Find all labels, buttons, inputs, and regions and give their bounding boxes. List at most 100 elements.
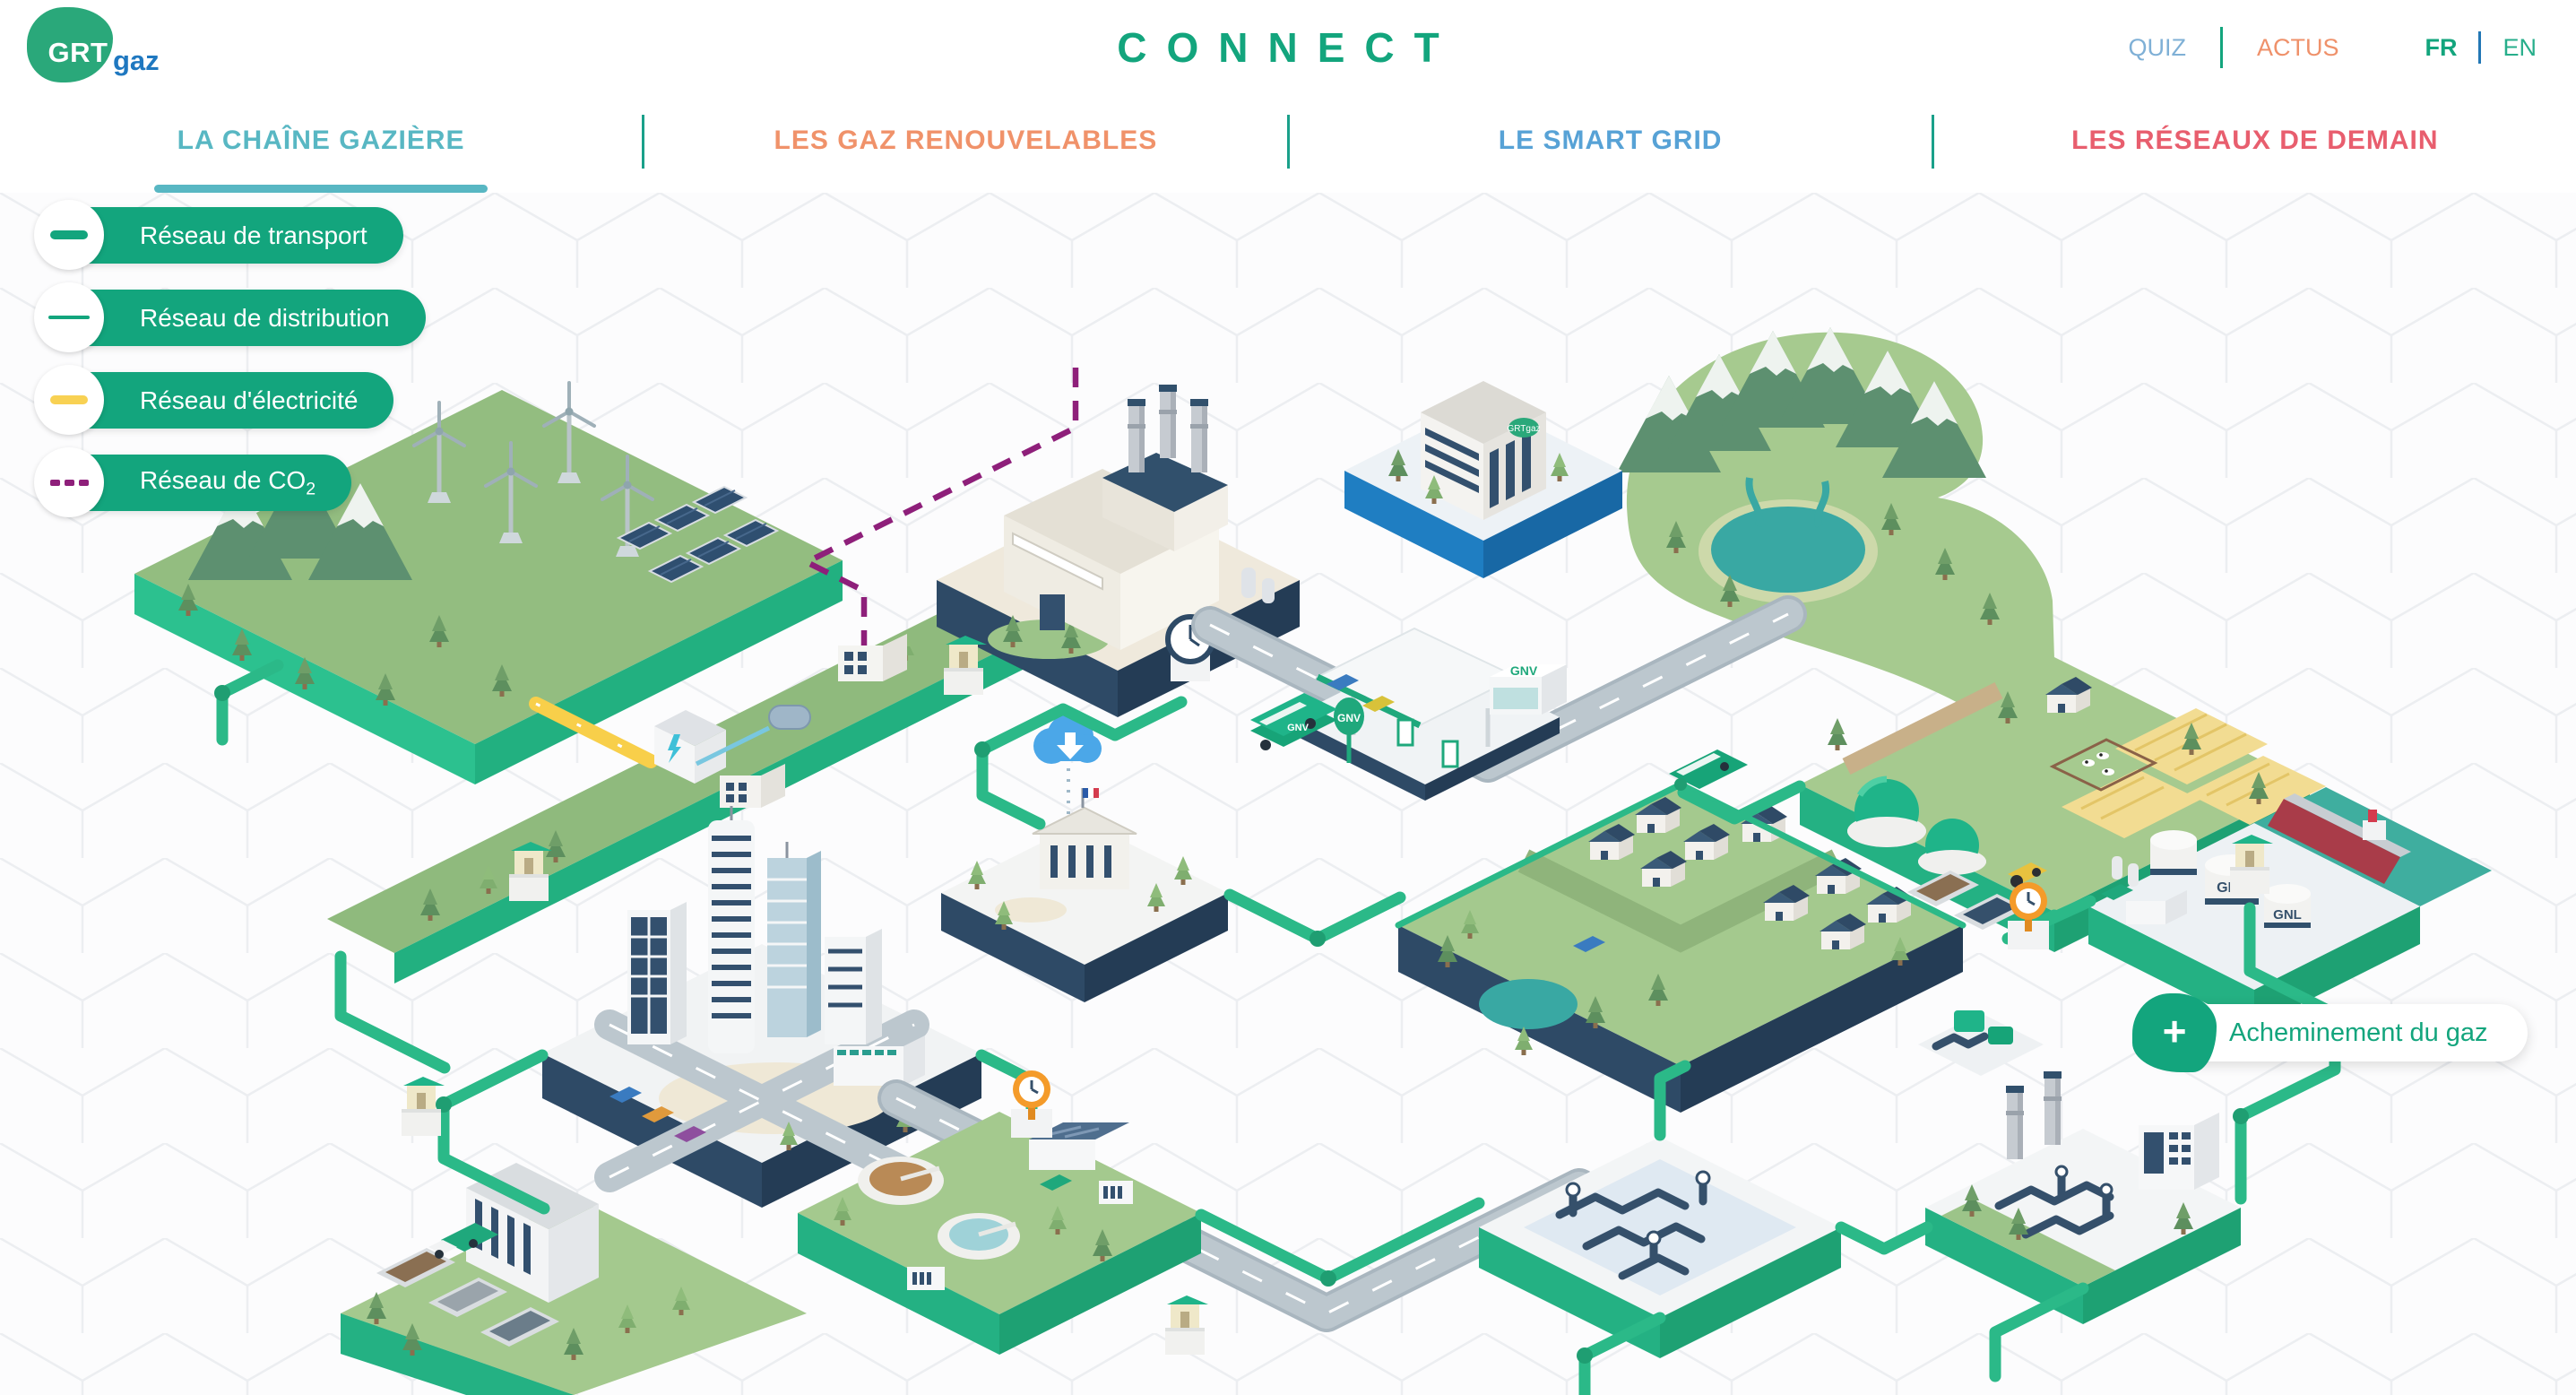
header: GRT gaz CONNECT QUIZ ACTUS FR EN <box>0 0 2576 100</box>
plant-building-solar <box>1029 1122 1129 1170</box>
chimney-icon <box>1159 385 1177 458</box>
link-separator <box>2219 27 2223 68</box>
tab-separator <box>642 115 645 169</box>
city-zone[interactable] <box>542 806 981 1208</box>
skyscraper <box>825 929 882 1044</box>
headquarters-zone[interactable]: GRTgaz <box>1344 381 1622 1153</box>
power-plant-zone[interactable] <box>937 385 1300 717</box>
power-to-gas-strip[interactable] <box>327 590 1053 983</box>
gas-chain-map: GRTgaz <box>0 193 2576 1395</box>
lang-fr[interactable]: FR <box>2425 33 2458 61</box>
industrial-site-zone[interactable] <box>1925 1071 2241 1324</box>
data-cloud-icon <box>1033 714 1102 820</box>
plant-building <box>1099 1181 1133 1204</box>
legend-item-electricite: Réseau d'électricité <box>34 365 394 435</box>
lang-separator <box>2478 31 2482 64</box>
renewables-zone[interactable] <box>134 383 843 784</box>
gnv-station-zone[interactable]: GNV GNV GNV <box>1250 627 1567 801</box>
lng-tank-icon <box>2150 830 2197 875</box>
pressure-gauge-icon <box>1011 1069 1052 1138</box>
gnv-sign: GNV <box>1334 698 1364 763</box>
legend-item-co2: Réseau de CO2 <box>34 447 352 517</box>
biomass-building <box>466 1163 599 1303</box>
skyscraper <box>767 842 821 1037</box>
quiz-link[interactable]: QUIZ <box>2128 33 2186 61</box>
factory-building <box>1004 385 1275 650</box>
town-hall-building <box>1032 788 1137 889</box>
tab-separator <box>1931 115 1934 169</box>
network-legend: Réseau de transport Réseau de distributi… <box>34 200 426 517</box>
skyscraper <box>627 902 687 1044</box>
truck <box>2101 884 2133 900</box>
compressor-station-zone[interactable] <box>1479 1137 1841 1358</box>
legend-label: Réseau de transport <box>140 221 367 249</box>
pond <box>1479 979 1578 1029</box>
waste-container <box>376 1248 455 1287</box>
regulator-station <box>1918 1010 2044 1076</box>
biogas-digester-icon <box>1847 775 1926 847</box>
town-hall-zone[interactable] <box>941 788 1228 1002</box>
download-arrow-icon <box>1057 732 1084 759</box>
tab-chaine-gaziere[interactable]: LA CHAÎNE GAZIÈRE <box>0 100 642 193</box>
waste-container <box>480 1307 559 1347</box>
electricity-line <box>529 697 658 768</box>
chimney-icon <box>2006 1086 2024 1159</box>
waste-container <box>428 1278 507 1317</box>
car <box>1573 936 1605 952</box>
main-tabs: LA CHAÎNE GAZIÈRE LES GAZ RENOUVELABLES … <box>0 100 2576 193</box>
treatment-basin <box>938 1213 1020 1260</box>
forest-lake-zone[interactable] <box>1617 327 2054 706</box>
route-button-label: Acheminement du gaz <box>2229 1018 2488 1047</box>
actus-link[interactable]: ACTUS <box>2256 33 2339 61</box>
legend-distribution-line-icon <box>34 282 104 352</box>
cars <box>609 1087 706 1142</box>
mall-building <box>834 1035 925 1086</box>
tab-reseaux-demain[interactable]: LES RÉSEAUX DE DEMAIN <box>2071 126 2439 155</box>
lake <box>1711 507 1865 593</box>
cow-pen <box>2049 738 2158 792</box>
gnv-shop-label: GNV <box>1510 663 1538 678</box>
feedstock-container <box>1907 871 1979 906</box>
top-links: QUIZ ACTUS FR EN <box>2128 27 2537 68</box>
feedstock-container <box>1954 894 2026 930</box>
legend-co2-line-icon <box>34 447 104 517</box>
tab-separator <box>1286 115 1290 169</box>
car <box>1327 674 1359 690</box>
water-treatment-zone[interactable] <box>798 1112 1201 1355</box>
hq-logo-icon <box>1508 418 1539 438</box>
metering-gauge-icon <box>1165 614 1215 681</box>
lng-tank-icon: GNL <box>2264 884 2311 928</box>
tractor-icon <box>2008 862 2047 888</box>
treatment-basin <box>858 1157 944 1205</box>
logo-secondary: gaz <box>113 45 160 76</box>
hq-logo-text: GRTgaz <box>1507 424 1540 434</box>
legend-item-transport: Réseau de transport <box>34 200 403 270</box>
gnv-bus-label: GNV <box>1287 723 1310 733</box>
gnv-shop: GNV <box>1490 663 1567 715</box>
hydrogen-line <box>695 725 771 767</box>
legend-label: Réseau de CO2 <box>140 465 316 499</box>
legend-electricity-line-icon <box>34 365 104 435</box>
isometric-illustration: GRTgaz <box>0 193 2576 1395</box>
tab-gaz-renouvelables[interactable]: LES GAZ RENOUVELABLES <box>774 126 1158 155</box>
factory-office <box>2139 1113 2219 1190</box>
lang-en[interactable]: EN <box>2503 33 2537 61</box>
chimney-icon <box>1128 399 1145 472</box>
plant-building <box>907 1267 945 1290</box>
grtgaz-logo[interactable]: GRT gaz <box>27 7 224 93</box>
acheminement-gaz-button[interactable]: + Acheminement du gaz <box>2132 993 2528 1072</box>
plus-icon: + <box>2132 993 2217 1072</box>
gnl-tank-label: GNL <box>2273 907 2302 923</box>
lng-ship <box>2268 793 2411 884</box>
logo-primary: GRT <box>48 37 108 68</box>
tab-smart-grid[interactable]: LE SMART GRID <box>1498 126 1723 155</box>
legend-item-distribution: Réseau de distribution <box>34 282 426 352</box>
language-switcher: FR EN <box>2425 31 2537 64</box>
legend-transport-line-icon <box>34 200 104 270</box>
pressure-gauge-icon <box>2008 880 2049 949</box>
biomass-plant-zone[interactable] <box>341 1163 807 1395</box>
chimney-icon <box>1190 399 1208 472</box>
gas-pump-icon <box>1441 740 1459 768</box>
truck <box>428 1223 498 1259</box>
